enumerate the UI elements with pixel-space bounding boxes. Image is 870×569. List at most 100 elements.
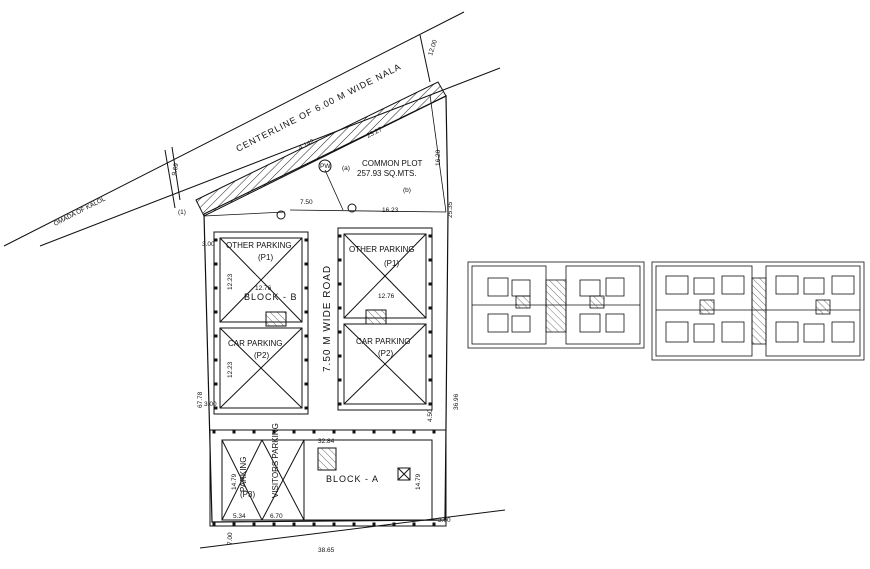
common-plot-label: COMMON PLOT [362,159,423,168]
column-marker [304,358,308,362]
column-marker [304,310,308,314]
pw-mark: PW [320,163,331,170]
column-marker [312,430,316,434]
column-marker [338,306,342,310]
column-marker [412,430,416,434]
column-marker [428,282,432,286]
dim-300c: 3.00 [438,517,451,524]
column-marker [304,334,308,338]
pw-circle [318,159,332,173]
marker-circle-2 [276,210,286,220]
column-marker [214,382,218,386]
p2-left: (P2) [254,351,269,360]
column-marker [428,378,432,382]
dim-1479a: 14.79 [231,473,238,490]
column-marker [214,310,218,314]
column-marker [214,334,218,338]
column-marker [214,262,218,266]
column-marker [332,522,336,526]
p2-right: (P2) [378,349,393,358]
dim-700: 7.00 [227,532,234,545]
dim-300a: 3.00 [202,241,215,248]
column-marker [428,402,432,406]
dimension-texts: 12.00 4.142 23.27 16.20 7.50 16.23 25.35… [171,39,460,554]
p3-label: (P3) [240,490,255,499]
dim-534: 5.34 [233,513,246,520]
dim-3284: 32.84 [318,438,335,445]
mark-1: (1) [178,209,186,216]
column-marker [252,522,256,526]
mark-a: (a) [342,165,350,172]
car-parking-left: CAR PARKING [228,339,283,348]
block-a [209,429,447,527]
block-b-right-tower [337,227,433,411]
other-parking-left: OTHER PARKING [226,241,292,250]
column-marker [352,430,356,434]
visitors-parking: VISITORS PARKING [271,423,280,498]
dim-1479b: 14.79 [415,473,422,490]
column-marker [212,430,216,434]
dim-6778: 67.78 [197,391,204,408]
block-b-label: BLOCK - B [244,292,298,302]
parking-p3: PARKING [239,457,248,492]
column-marker [338,330,342,334]
column-marker [428,306,432,310]
column-marker [272,430,276,434]
column-marker [338,378,342,382]
column-marker [292,430,296,434]
dim-2535: 25.35 [447,201,454,218]
column-marker [338,354,342,358]
column-marker [212,522,216,526]
block-b-left-tower [213,231,309,415]
bottom-road-line [199,509,506,549]
column-marker [392,430,396,434]
column-marker [232,522,236,526]
column-marker [428,234,432,238]
column-marker [304,382,308,386]
plot-subdivision-1 [203,211,286,217]
column-markers [212,234,436,526]
dim-450: 4.50 [427,409,434,422]
column-marker [214,406,218,410]
column-marker [428,330,432,334]
other-parking-right: OTHER PARKING [349,245,415,254]
column-marker [272,522,276,526]
block-a-label: BLOCK - A [326,474,379,484]
common-plot-area: 257.93 SQ.MTS. [357,169,417,178]
column-marker [214,358,218,362]
column-marker [304,238,308,242]
column-marker [214,286,218,290]
column-marker [312,522,316,526]
dim-3865: 38.65 [318,547,335,554]
plot-subdivision-2 [289,209,447,213]
floor-plan-2 [651,261,865,361]
mark-b: (b) [403,187,411,194]
column-marker [412,522,416,526]
column-marker [214,238,218,242]
car-parking-right: CAR PARKING [356,337,411,346]
column-marker [304,286,308,290]
dim-300b: 3.00 [204,401,217,408]
column-marker [338,282,342,286]
column-marker [338,234,342,238]
dim-1620: 16.20 [435,149,442,166]
column-marker [432,522,436,526]
dim-1623: 16.23 [382,207,399,214]
column-marker [428,258,432,262]
p1-right: (P1) [384,259,399,268]
dim-1200: 12.00 [427,39,439,57]
column-marker [428,354,432,358]
column-marker [232,430,236,434]
column-marker [304,262,308,266]
column-marker [338,258,342,262]
dim-1223b: 12.23 [227,361,234,378]
column-marker [292,522,296,526]
column-marker [372,430,376,434]
dim-969: 9.69 [171,162,180,176]
plot-boundary [203,95,449,523]
dim-1276b: 12.76 [378,293,395,300]
p1-left: (P1) [258,253,273,262]
dim-1223a: 12.23 [227,273,234,290]
column-marker [392,522,396,526]
column-marker [252,430,256,434]
